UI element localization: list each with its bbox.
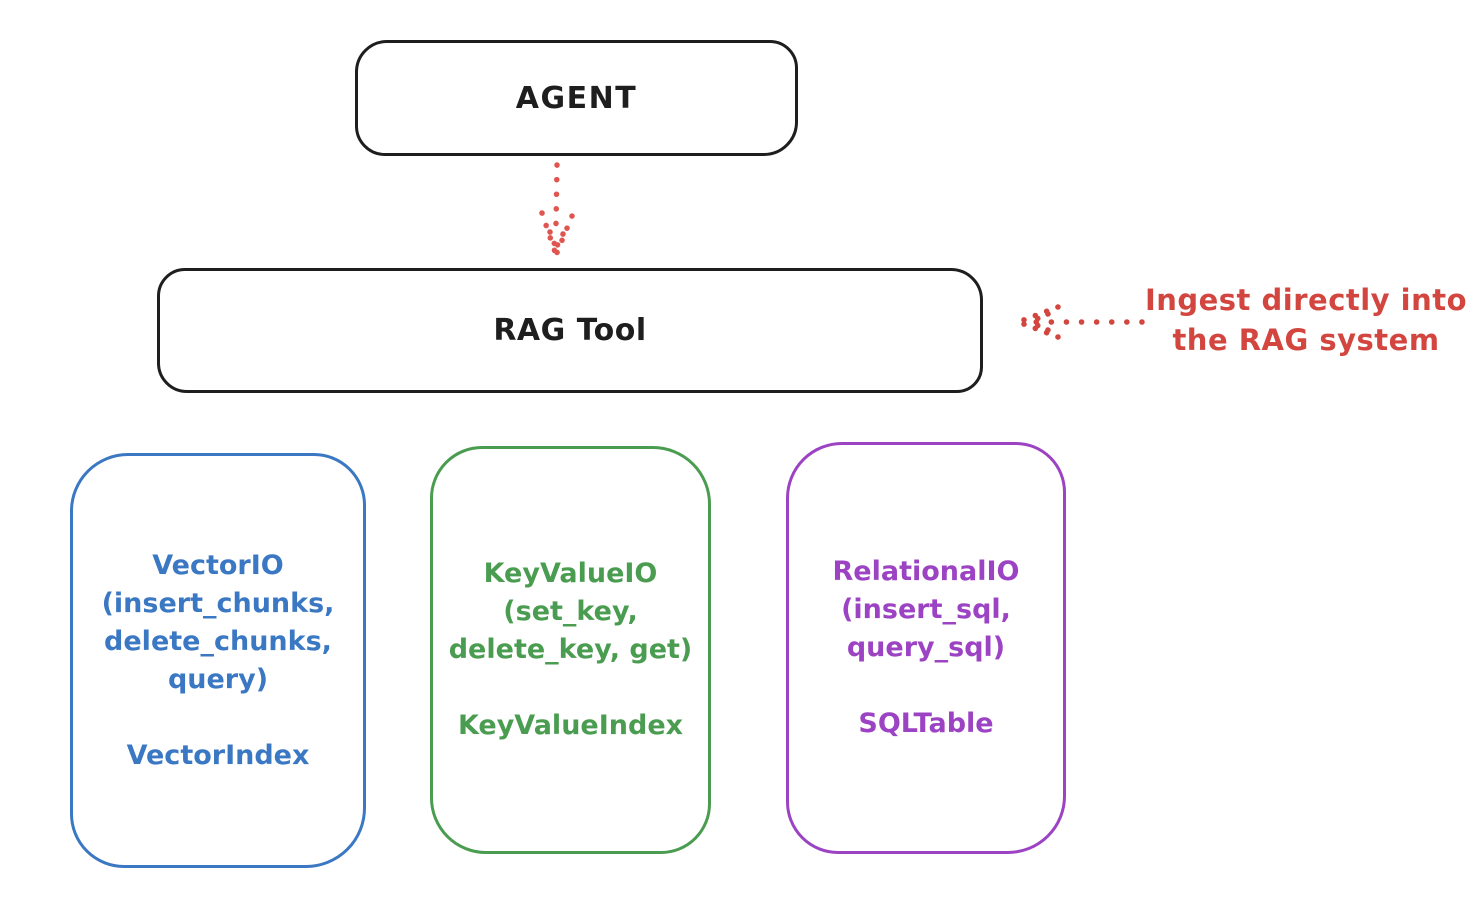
relational-io-title-line3: query_sql)	[846, 632, 1006, 663]
agent-to-ragtool-arrow-icon	[539, 162, 575, 258]
ingest-annotation-line1: Ingest directly into	[1144, 283, 1468, 317]
keyvalue-io-box: KeyValueIO (set_key, delete_key, get) Ke…	[430, 446, 711, 854]
keyvalue-io-title-line1: KeyValueIO	[483, 558, 658, 589]
relational-io-box: RelationalIO (insert_sql, query_sql) SQL…	[786, 442, 1066, 854]
ingest-annotation-line2: the RAG system	[1172, 323, 1440, 357]
vector-io-title-line3: delete_chunks,	[104, 625, 332, 657]
rag-tool-box: RAG Tool	[157, 268, 983, 393]
sql-table-label: SQLTable	[858, 708, 994, 739]
rag-tool-label: RAG Tool	[493, 313, 647, 348]
vector-io-title-line2: (insert_chunks,	[101, 587, 335, 619]
keyvalue-io-title-line2: (set_key,	[503, 596, 638, 627]
vector-index-label: VectorIndex	[126, 739, 310, 771]
relational-io-title-line1: RelationalIO	[832, 556, 1020, 587]
relational-io-title-line2: (insert_sql,	[841, 594, 1011, 625]
vector-io-title-line4: query)	[167, 663, 269, 695]
agent-box: AGENT	[355, 40, 798, 156]
ingest-annotation-arrow-icon	[1018, 304, 1145, 340]
vector-io-title-line1: VectorIO	[152, 549, 284, 581]
agent-label: AGENT	[515, 80, 638, 116]
keyvalue-index-label: KeyValueIndex	[457, 710, 684, 741]
keyvalue-io-title-line3: delete_key, get)	[448, 634, 693, 665]
ingest-annotation: Ingest directly into the RAG system	[1140, 280, 1472, 360]
vector-io-box: VectorIO (insert_chunks, delete_chunks, …	[70, 453, 366, 868]
